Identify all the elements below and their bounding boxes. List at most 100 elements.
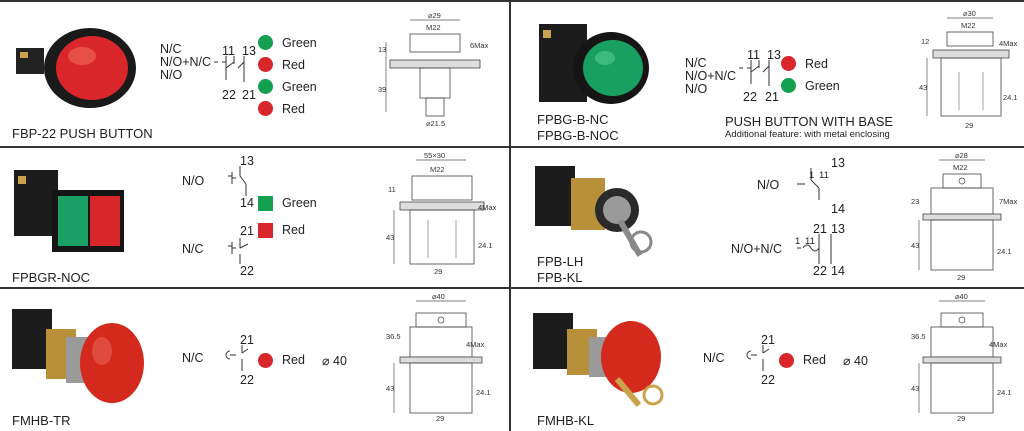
terminal-n1b: 1 <box>795 236 801 247</box>
dim-top: ⌀30 <box>963 9 976 18</box>
frame-row-divider-2 <box>0 287 1024 289</box>
dim-right: 4Max <box>999 39 1018 48</box>
dim-bottom: 29 <box>957 273 965 282</box>
dim-left: 23 <box>911 197 919 206</box>
dim-bottom: 29 <box>957 414 965 423</box>
dim-height: 43 <box>386 384 394 393</box>
dim-height: 43 <box>386 233 394 242</box>
product-cell-fpb-key: FPB-LH FPB-KL N/O 1 11 13 14 N/O+N/C 1 1… <box>511 148 1024 287</box>
dim-mid: 24.1 <box>1003 93 1018 102</box>
dimension-drawing: ⌀40 36.5 4Max 43 24.1 29 <box>386 292 491 423</box>
product-photo-key-selector <box>535 166 653 257</box>
legend-green-2: Green <box>282 80 317 94</box>
dim-height: 43 <box>919 83 927 92</box>
dim-bottom: 29 <box>965 121 973 130</box>
product-photo-mushroom-button <box>12 309 144 403</box>
product-cell-fbp22: FBP-22 PUSH BUTTON N/C N/O+N/C N/O 11 13… <box>0 2 509 146</box>
product-cell-fpbgr: FPBGR-NOC N/O 13 14 N/C 21 22 Green Red … <box>0 148 509 287</box>
product-note: Additional feature: with metal enclosing <box>725 129 890 140</box>
contact-schematic-symbol <box>214 56 245 82</box>
schematic-label-nc: N/C <box>703 351 725 365</box>
terminal-13: 13 <box>240 154 254 168</box>
indicator-red-dot <box>781 56 796 71</box>
schematic-label-no: N/O <box>685 82 708 96</box>
terminal-22: 22 <box>813 264 827 278</box>
indicator-red-dot <box>779 353 794 368</box>
terminal-n11: 11 <box>819 170 829 181</box>
product-cell-fmhb-kl: FMHB-KL N/C 21 22 Red ⌀ 40 ⌀40 36.5 4Max… <box>511 289 1024 431</box>
legend-red: Red <box>282 353 305 367</box>
product-subtitle: PUSH BUTTON WITH BASE <box>725 114 894 129</box>
terminal-n1: 1 <box>809 170 815 181</box>
product-title: FBP-22 PUSH BUTTON <box>12 126 153 141</box>
dim-thread: M22 <box>426 23 441 32</box>
terminal-21: 21 <box>813 222 827 236</box>
schematic-label-nc: N/C <box>182 351 204 365</box>
indicator-green-dot <box>258 79 273 94</box>
terminal-14: 14 <box>240 196 254 210</box>
dim-thread: M22 <box>430 165 445 174</box>
dim-mid: 24.1 <box>476 388 491 397</box>
legend-red-2: Red <box>282 102 305 116</box>
product-photo-key-mushroom-button <box>533 313 664 407</box>
dim-right: 4Max <box>466 340 485 349</box>
terminal-21: 21 <box>240 333 254 347</box>
indicator-green-dot <box>781 78 796 93</box>
dim-thread: M22 <box>953 163 968 172</box>
terminal-11: 11 <box>747 48 760 62</box>
dim-top: ⌀29 <box>428 11 441 20</box>
dimension-drawing: ⌀29 M22 13 6Max 39 ⌀21.5 <box>378 11 489 128</box>
product-photo-dual-pushbutton <box>14 170 124 252</box>
dim-left: 36.5 <box>911 332 926 341</box>
product-photo-red-pushbutton <box>16 28 136 108</box>
product-cell-fmhb-tr: FMHB-TR N/C 21 22 Red ⌀ 40 ⌀40 36.5 4Max… <box>0 289 509 431</box>
dimension-drawing: ⌀28 M22 23 7Max 43 24.1 29 <box>911 151 1018 282</box>
indicator-red-dot <box>258 101 273 116</box>
indicator-green-dot <box>258 35 273 50</box>
terminal-22: 22 <box>761 373 775 387</box>
schematic-label-no: N/O <box>182 174 205 188</box>
mushroom-diameter: ⌀ 40 <box>322 354 347 368</box>
dim-top: ⌀28 <box>955 151 968 160</box>
dim-height: 43 <box>911 384 919 393</box>
schematic-label-no: N/O <box>757 178 780 192</box>
legend-red: Red <box>803 353 826 367</box>
dim-bottom: ⌀21.5 <box>426 119 445 128</box>
dimension-drawing: 55×30 M22 11 4Max 43 24.1 29 <box>386 151 497 276</box>
frame-top <box>0 0 1024 2</box>
schematic-label-nonc: N/O+N/C <box>731 242 783 256</box>
legend-green: Green <box>805 79 840 93</box>
dimension-drawing: ⌀40 36.5 4Max 43 24.1 29 <box>911 292 1012 423</box>
dim-left: 11 <box>388 185 396 194</box>
mushroom-diameter: ⌀ 40 <box>843 354 868 368</box>
frame-column-divider <box>509 0 511 431</box>
dim-right: 6Max <box>470 41 489 50</box>
dim-thread: M22 <box>961 21 976 30</box>
terminal-22: 22 <box>240 264 254 278</box>
legend-green: Green <box>282 196 317 210</box>
terminal-13: 13 <box>767 48 781 62</box>
product-title: FMHB-KL <box>537 413 595 428</box>
dim-bottom: 29 <box>436 414 444 423</box>
schematic-label-nonc: N/O+N/C <box>685 69 737 83</box>
dim-mid: 24.1 <box>478 241 493 250</box>
terminal-11: 11 <box>222 44 235 58</box>
terminal-21: 21 <box>765 90 779 104</box>
contact-schematic-symbol <box>228 166 249 264</box>
dim-mid: 24.1 <box>997 388 1012 397</box>
terminal-14b: 14 <box>831 264 845 278</box>
terminal-n11b: 11 <box>805 236 815 247</box>
dim-height: 39 <box>378 85 386 94</box>
indicator-green-square <box>258 196 273 211</box>
dim-left: 13 <box>378 45 386 54</box>
product-photo-green-pushbutton <box>539 24 649 104</box>
indicator-red-square <box>258 223 273 238</box>
schematic-label-nc: N/C <box>182 242 204 256</box>
terminal-14: 14 <box>831 202 845 216</box>
terminal-22: 22 <box>222 88 236 102</box>
dim-top: 55×30 <box>424 151 445 160</box>
dim-height: 43 <box>911 241 919 250</box>
schematic-label-nc: N/C <box>685 56 707 70</box>
contact-schematic-symbol <box>797 168 832 264</box>
